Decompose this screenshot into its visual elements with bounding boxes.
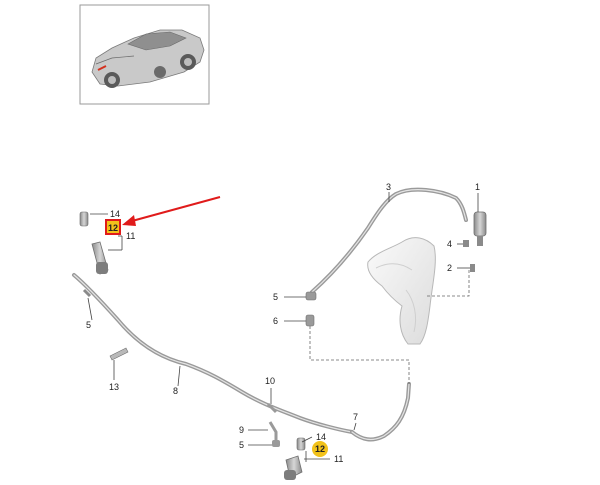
car-thumbnail-icon <box>91 29 205 88</box>
leader-lines <box>87 192 479 462</box>
callout-12-upper-label: 12 <box>108 223 118 233</box>
connector-5-left <box>82 288 92 298</box>
connector-6 <box>305 314 315 327</box>
connector-5-lower <box>272 440 280 447</box>
callout-6[interactable]: 6 <box>273 316 278 326</box>
pointer-arrow-icon <box>122 196 221 226</box>
hose-7 <box>350 382 411 442</box>
callout-7[interactable]: 7 <box>353 412 358 422</box>
callout-14-upper[interactable]: 14 <box>110 209 120 219</box>
clip-13 <box>109 347 129 361</box>
callout-5-left[interactable]: 5 <box>86 320 91 330</box>
car-thumbnail[interactable] <box>79 4 210 105</box>
callout-5-lower[interactable]: 5 <box>239 440 244 450</box>
callout-12-lower-label: 12 <box>315 444 325 454</box>
callout-5-upper[interactable]: 5 <box>273 292 278 302</box>
connector-2 <box>470 264 475 272</box>
nozzle-assembly-lower <box>284 437 306 480</box>
connector-5-upper <box>305 291 317 301</box>
callout-12-upper[interactable]: 12 <box>105 219 121 235</box>
callout-11-upper[interactable]: 11 <box>126 231 135 241</box>
callout-14-lower[interactable]: 14 <box>316 432 326 442</box>
callout-3[interactable]: 3 <box>386 182 391 192</box>
callout-10[interactable]: 10 <box>265 376 275 386</box>
callout-2[interactable]: 2 <box>447 263 452 273</box>
washer-pump <box>473 211 487 246</box>
callout-13[interactable]: 13 <box>109 382 119 392</box>
callout-11-lower[interactable]: 11 <box>334 454 343 464</box>
callout-12-lower[interactable]: 12 <box>312 441 328 457</box>
callout-8[interactable]: 8 <box>173 386 178 396</box>
callout-4[interactable]: 4 <box>447 239 452 249</box>
callout-9[interactable]: 9 <box>239 425 244 435</box>
washer-reservoir <box>367 237 436 345</box>
connector-4 <box>463 240 469 247</box>
callout-1[interactable]: 1 <box>475 182 480 192</box>
assembly-guides <box>309 270 470 384</box>
nozzle-assembly-upper <box>79 211 109 275</box>
